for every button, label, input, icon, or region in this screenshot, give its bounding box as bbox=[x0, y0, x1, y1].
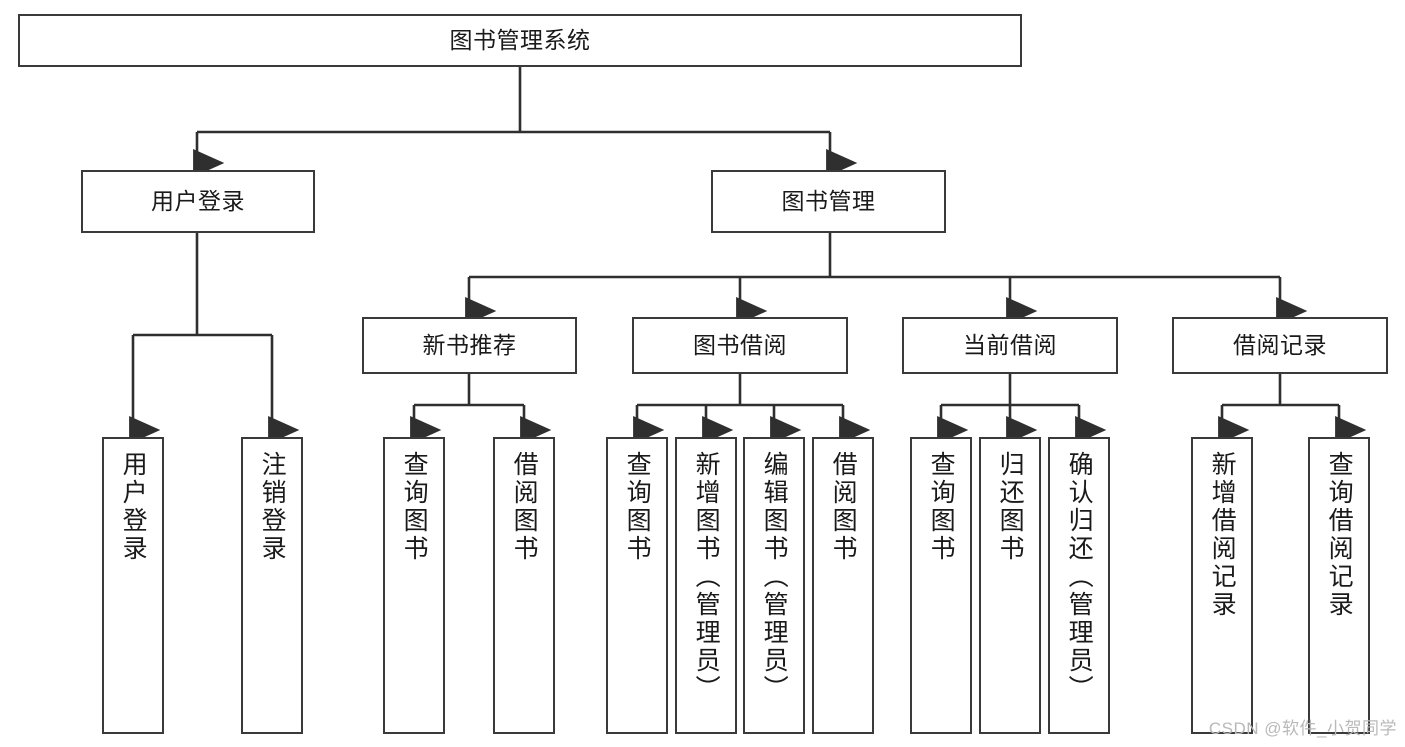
node-user-login[interactable]: 用户登录 bbox=[81, 170, 315, 233]
node-new-book-recommend-label: 新书推荐 bbox=[422, 332, 517, 359]
leaf-book-borrow-1[interactable]: 查询图书 bbox=[606, 437, 668, 734]
leaf-book-borrow-4-label: 借阅图书 bbox=[829, 451, 858, 563]
leaf-borrow-record-2[interactable]: 查询借阅记录 bbox=[1308, 437, 1370, 734]
leaf-book-borrow-2-label: 新增图书（管理员） bbox=[692, 451, 721, 703]
leaf-book-borrow-4[interactable]: 借阅图书 bbox=[812, 437, 874, 734]
leaf-book-borrow-3[interactable]: 编辑图书（管理员） bbox=[743, 437, 805, 734]
leaf-user-login-2[interactable]: 注销登录 bbox=[241, 437, 303, 734]
leaf-user-login-1[interactable]: 用户登录 bbox=[102, 437, 164, 734]
node-borrow-record-label: 借阅记录 bbox=[1233, 332, 1327, 359]
leaf-user-login-1-label: 用户登录 bbox=[119, 451, 148, 563]
leaf-book-borrow-2[interactable]: 新增图书（管理员） bbox=[675, 437, 737, 734]
node-book-management-label: 图书管理 bbox=[781, 188, 876, 215]
leaf-borrow-record-2-label: 查询借阅记录 bbox=[1325, 451, 1354, 619]
node-root[interactable]: 图书管理系统 bbox=[18, 14, 1022, 67]
leaf-current-borrow-1-label: 查询图书 bbox=[927, 451, 956, 563]
node-new-book-recommend[interactable]: 新书推荐 bbox=[362, 317, 577, 374]
leaf-current-borrow-3[interactable]: 确认归还（管理员） bbox=[1048, 437, 1110, 734]
node-borrow-record[interactable]: 借阅记录 bbox=[1172, 317, 1388, 374]
leaf-new-book-1-label: 查询图书 bbox=[400, 451, 429, 563]
leaf-new-book-1[interactable]: 查询图书 bbox=[383, 437, 445, 734]
leaf-new-book-2[interactable]: 借阅图书 bbox=[493, 437, 555, 734]
leaf-current-borrow-2[interactable]: 归还图书 bbox=[979, 437, 1041, 734]
leaf-user-login-2-label: 注销登录 bbox=[258, 451, 287, 563]
node-book-borrow-label: 图书借阅 bbox=[693, 332, 787, 359]
csdn-watermark: CSDN @软件_小贺同学 bbox=[1208, 719, 1397, 738]
node-root-label: 图书管理系统 bbox=[449, 27, 591, 54]
leaf-current-borrow-2-label: 归还图书 bbox=[996, 451, 1025, 563]
node-current-borrow-label: 当前借阅 bbox=[963, 332, 1057, 359]
leaf-borrow-record-1-label: 新增借阅记录 bbox=[1208, 451, 1237, 619]
leaf-book-borrow-1-label: 查询图书 bbox=[623, 451, 652, 563]
leaf-book-borrow-3-label: 编辑图书（管理员） bbox=[760, 451, 789, 703]
leaf-current-borrow-3-label: 确认归还（管理员） bbox=[1065, 451, 1094, 703]
node-user-login-label: 用户登录 bbox=[151, 188, 245, 215]
node-current-borrow[interactable]: 当前借阅 bbox=[902, 317, 1118, 374]
leaf-current-borrow-1[interactable]: 查询图书 bbox=[910, 437, 972, 734]
node-book-management[interactable]: 图书管理 bbox=[711, 170, 946, 233]
leaf-borrow-record-1[interactable]: 新增借阅记录 bbox=[1191, 437, 1253, 734]
leaf-new-book-2-label: 借阅图书 bbox=[510, 451, 539, 563]
node-book-borrow[interactable]: 图书借阅 bbox=[632, 317, 848, 374]
